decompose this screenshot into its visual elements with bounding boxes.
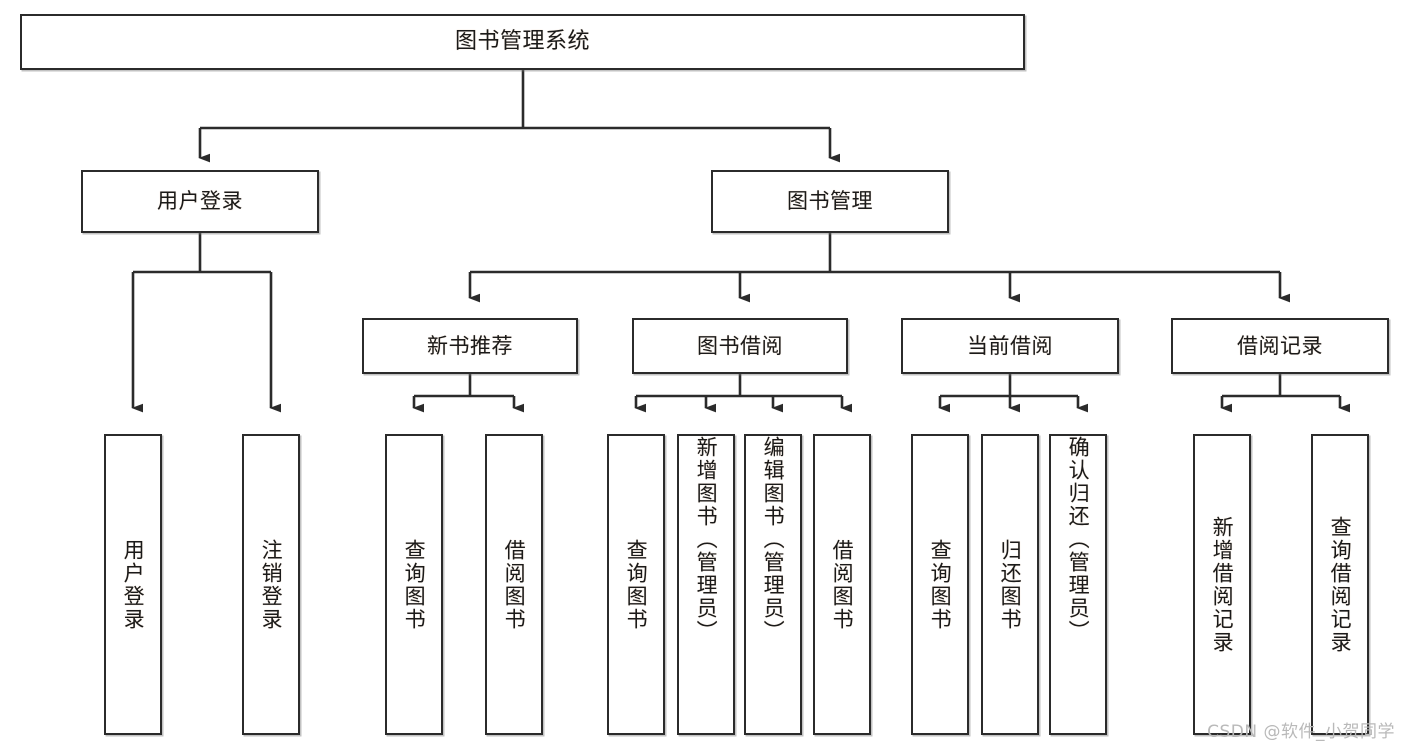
leaf-logout[interactable]: 注销登录 [242, 434, 300, 735]
node-current-borrow-label: 当前借阅 [967, 333, 1053, 358]
leaf-borrow-book-2[interactable]: 借阅图书 [813, 434, 871, 735]
leaf-query-record-label: 查询借阅记录 [1328, 515, 1353, 654]
node-root[interactable]: 图书管理系统 [20, 14, 1025, 70]
leaf-user-login-label: 用户登录 [121, 538, 146, 631]
node-user-login-label: 用户登录 [157, 189, 243, 214]
leaf-borrow-book-1-label: 借阅图书 [502, 538, 527, 631]
node-current-borrow[interactable]: 当前借阅 [901, 318, 1119, 374]
leaf-edit-book-label: 编辑图书（管理员） [761, 436, 786, 643]
leaf-borrow-book-1[interactable]: 借阅图书 [485, 434, 543, 735]
leaf-borrow-book-2-label: 借阅图书 [830, 538, 855, 631]
leaf-add-book-label: 新增图书（管理员） [694, 436, 719, 643]
leaf-return-book-label: 归还图书 [998, 538, 1023, 631]
node-book-borrow-label: 图书借阅 [697, 333, 783, 358]
node-book-manage[interactable]: 图书管理 [711, 170, 949, 233]
node-new-book-rec-label: 新书推荐 [427, 333, 513, 358]
leaf-add-record[interactable]: 新增借阅记录 [1193, 434, 1251, 735]
leaf-logout-label: 注销登录 [259, 538, 284, 631]
leaf-add-record-label: 新增借阅记录 [1210, 515, 1235, 654]
node-user-login[interactable]: 用户登录 [81, 170, 319, 233]
leaf-query-book-1[interactable]: 查询图书 [385, 434, 443, 735]
node-book-manage-label: 图书管理 [787, 189, 873, 214]
leaf-query-book-3-label: 查询图书 [928, 538, 953, 631]
node-new-book-rec[interactable]: 新书推荐 [362, 318, 578, 374]
leaf-confirm-return[interactable]: 确认归还（管理员） [1049, 434, 1107, 735]
leaf-edit-book[interactable]: 编辑图书（管理员） [744, 434, 802, 735]
leaf-return-book[interactable]: 归还图书 [981, 434, 1039, 735]
leaf-add-book[interactable]: 新增图书（管理员） [677, 434, 735, 735]
leaf-query-record[interactable]: 查询借阅记录 [1311, 434, 1369, 735]
node-book-borrow[interactable]: 图书借阅 [632, 318, 848, 374]
node-borrow-record-label: 借阅记录 [1237, 333, 1323, 358]
leaf-query-book-2[interactable]: 查询图书 [607, 434, 665, 735]
leaf-query-book-3[interactable]: 查询图书 [911, 434, 969, 735]
node-borrow-record[interactable]: 借阅记录 [1171, 318, 1389, 374]
leaf-query-book-1-label: 查询图书 [402, 538, 427, 631]
leaf-query-book-2-label: 查询图书 [624, 538, 649, 631]
node-root-label: 图书管理系统 [454, 29, 590, 55]
leaf-user-login[interactable]: 用户登录 [104, 434, 162, 735]
leaf-confirm-return-label: 确认归还（管理员） [1066, 436, 1091, 643]
